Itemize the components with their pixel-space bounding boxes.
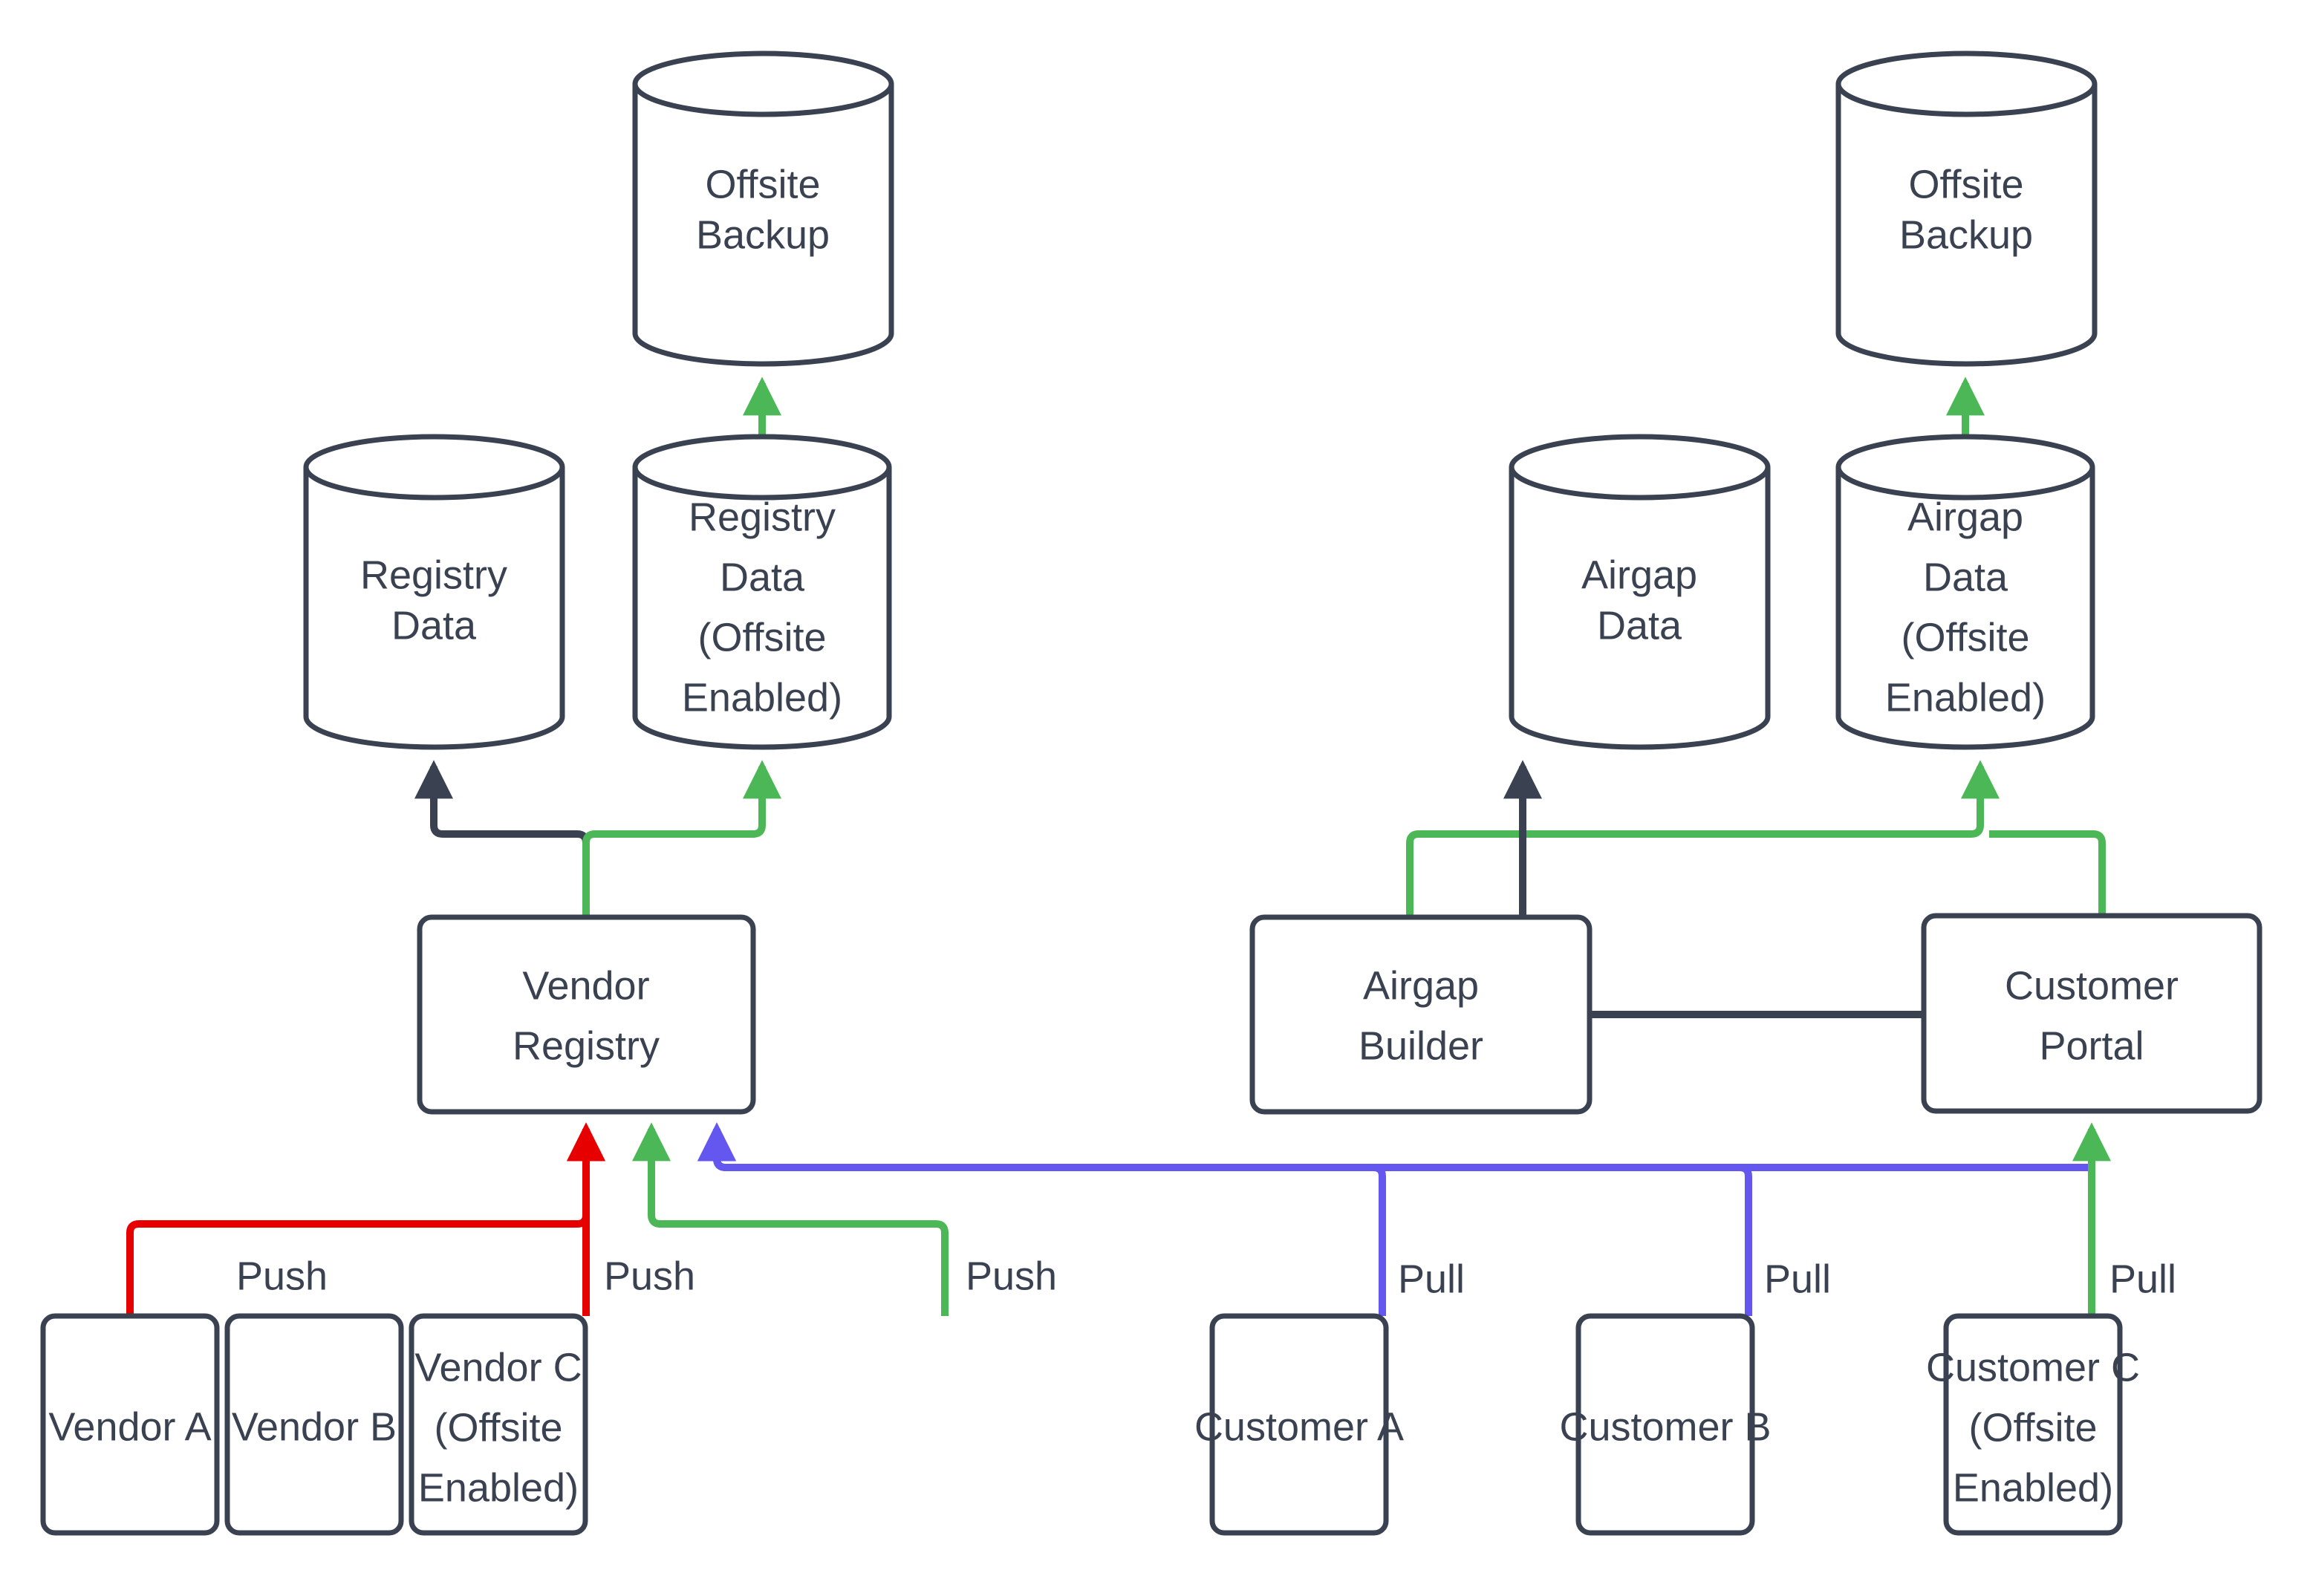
edge-vendor-registry-to-registry-data-offsite (582, 760, 781, 917)
edge-label-pull-customer-b: Pull (1764, 1257, 1831, 1301)
vendor-b-label-line-0: Vendor B (232, 1404, 397, 1449)
airgap-data-offsite-label-line-1: Data (1923, 555, 2008, 599)
edge-vendor-registry-to-registry-data (414, 760, 590, 917)
edge-label-push-vendor-c: Push (966, 1254, 1057, 1298)
edge-label-pull-customer-c: Pull (2109, 1257, 2176, 1301)
offsite-backup-right-label-line-0: Offsite (1908, 162, 2023, 206)
edge-label-push-vendor-a: Push (236, 1254, 328, 1298)
edge-customer-portal-to-vendor-registry (697, 1122, 2092, 1171)
node-customer-a[interactable]: Customer A (1194, 1313, 1404, 1536)
offsite-backup-left-label-line-0: Offsite (705, 162, 820, 206)
node-customer-b[interactable]: Customer B (1559, 1313, 1772, 1536)
airgap-data-offsite-label-line-2: (Offsite (1901, 615, 2029, 659)
edge-customer-portal-to-airgap-data-offsite (1989, 830, 2106, 916)
vendor-a-label-line-0: Vendor A (48, 1404, 211, 1449)
airgap-data-offsite-label-line-0: Airgap (1907, 495, 2023, 539)
node-airgap-builder[interactable]: Airgap Builder (1249, 914, 1593, 1115)
airgap-builder-label-line-1: Builder (1359, 1023, 1483, 1068)
airgap-data-label-line-0: Airgap (1581, 553, 1697, 597)
node-vendor-c[interactable]: Vendor C (Offsite Enabled) (409, 1313, 588, 1536)
customer-a-label-line-0: Customer A (1194, 1404, 1404, 1449)
node-vendor-b[interactable]: Vendor B (224, 1313, 404, 1536)
node-airgap-data[interactable]: Airgap Data (1509, 434, 1771, 750)
airgap-data-offsite-label-line-3: Enabled) (1885, 675, 2046, 720)
registry-data-offsite-label-line-3: Enabled) (682, 675, 842, 720)
node-registry-data[interactable]: Registry Data (303, 434, 565, 750)
registry-data-offsite-label-line-0: Registry (689, 495, 836, 539)
registry-data-label-line-0: Registry (360, 553, 507, 597)
offsite-backup-right-label-line-1: Backup (1899, 212, 2033, 257)
customer-b-label-line-0: Customer B (1559, 1404, 1771, 1449)
node-offsite-backup-right[interactable]: Offsite Backup (1835, 51, 2098, 367)
edge-label-pull-customer-a: Pull (1398, 1257, 1465, 1301)
vendor-c-label-line-1: (Offsite (434, 1405, 562, 1450)
edge-labels-layer: Push Push Push Pull Pull Pull (236, 1254, 2176, 1301)
vendor-registry-label-line-1: Registry (513, 1023, 660, 1068)
edge-vendor-c-push (632, 1122, 949, 1316)
customer-portal-label-line-1: Portal (2039, 1023, 2144, 1068)
customer-c-label-line-2: Enabled) (1953, 1465, 2113, 1510)
customer-c-label-line-1: (Offsite (1968, 1405, 2097, 1450)
airgap-data-label-line-1: Data (1597, 603, 1682, 648)
registry-data-label-line-1: Data (391, 603, 477, 648)
vendor-registry-label-line-0: Vendor (522, 963, 649, 1008)
edge-vendor-a-push (126, 1122, 605, 1316)
node-vendor-a[interactable]: Vendor A (40, 1313, 220, 1536)
node-offsite-backup-left[interactable]: Offsite Backup (632, 51, 894, 367)
node-vendor-registry[interactable]: Vendor Registry (417, 914, 756, 1115)
edge-airgap-builder-to-airgap-data-offsite (1406, 760, 2000, 917)
node-customer-c[interactable]: Customer C (Offsite Enabled) (1926, 1313, 2140, 1536)
edge-label-push-vendor-b: Push (604, 1254, 695, 1298)
registry-data-offsite-label-line-1: Data (720, 555, 805, 599)
vendor-c-label-line-2: Enabled) (418, 1465, 579, 1510)
node-airgap-data-offsite[interactable]: Airgap Data (Offsite Enabled) (1835, 434, 2095, 750)
customer-c-label-line-0: Customer C (1926, 1345, 2140, 1390)
vendor-c-label-line-0: Vendor C (414, 1345, 582, 1390)
node-registry-data-offsite[interactable]: Registry Data (Offsite Enabled) (632, 434, 892, 750)
customer-portal-label-line-0: Customer (2005, 963, 2179, 1008)
airgap-builder-label-line-0: Airgap (1363, 963, 1479, 1008)
registry-data-offsite-label-line-2: (Offsite (697, 615, 826, 659)
node-customer-portal[interactable]: Customer Portal (1921, 913, 2262, 1114)
offsite-backup-left-label-line-1: Backup (696, 212, 830, 257)
